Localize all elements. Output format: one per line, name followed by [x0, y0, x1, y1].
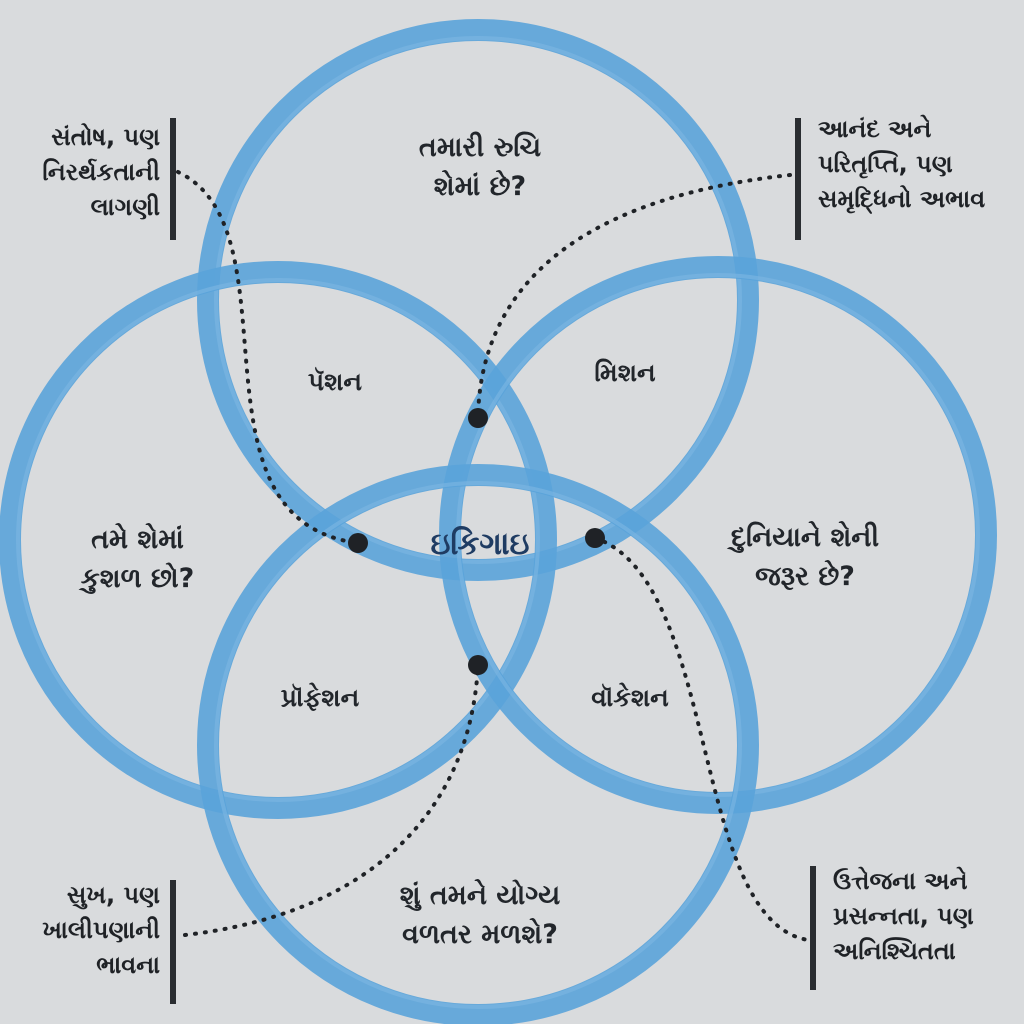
note-top-left-line-2: નિરર્થકતાની — [42, 157, 160, 186]
note-bottom-right-bar — [810, 866, 816, 990]
question-bottom: શું તમને યોગ્ય વળતર મળશે? — [350, 876, 610, 954]
question-right: દુનિયાને શેની જરૂર છે? — [690, 518, 920, 596]
note-top-right-line-1: આનંદ અને — [818, 115, 932, 143]
note-top-right-line-2: પરિતૃપ્તિ, પણ — [818, 149, 953, 178]
question-top-line-2: શેમાં છે? — [433, 171, 527, 203]
connector-top-right — [476, 173, 792, 420]
question-left: તમે શેમાં કુશળ છો? — [30, 520, 245, 598]
zone-profession: પ્રૉફેશન — [280, 683, 360, 712]
zone-vocation: વૉકેશન — [591, 683, 669, 712]
question-right-line-1: દુનિયાને શેની — [730, 522, 880, 553]
connector-bottom-left — [183, 663, 480, 937]
ring-bottom — [197, 464, 759, 1024]
zone-mission: મિશન — [594, 358, 656, 387]
note-bottom-right: ઉત્તેજના અને પ્રસન્નતા, પણ અનિશ્ચિતતા — [833, 864, 1018, 968]
question-bottom-line-1: શું તમને યોગ્ય — [399, 880, 561, 911]
note-top-left: સંતોષ, પણ નિરર્થકતાની લાગણી — [10, 120, 160, 224]
note-bottom-left-line-3: ભાવના — [96, 950, 160, 979]
note-bottom-left-line-2: ખાલીપણાની — [42, 915, 160, 944]
note-top-left-line-3: લાગણી — [90, 192, 160, 221]
dot-mission — [468, 408, 488, 428]
question-top-line-1: તમારી રુચિ — [418, 132, 542, 163]
connectors — [176, 170, 810, 942]
ring-bottom-inner — [214, 481, 742, 1009]
question-left-line-2: કુશળ છો? — [80, 563, 195, 595]
dot-profession — [468, 655, 488, 675]
question-right-line-2: જરૂર છે? — [755, 561, 855, 593]
note-bottom-right-line-2: પ્રસન્નતા, પણ — [833, 901, 974, 930]
connector-top-left — [176, 170, 360, 545]
note-bottom-right-line-3: અનિશ્ચિતતા — [833, 936, 956, 965]
center-ikigai: ઇકિગાઇ — [430, 526, 530, 562]
question-left-line-1: તમે શેમાં — [91, 524, 184, 555]
ring-right-inner — [456, 273, 980, 797]
question-top: તમારી રુચિ શેમાં છે? — [355, 128, 605, 206]
ring-left-inner — [16, 278, 540, 802]
dot-vocation — [585, 528, 605, 548]
zone-passion: પૅશન — [307, 367, 363, 396]
connector-dots — [348, 408, 605, 675]
note-bottom-left-line-1: સુખ, પણ — [66, 881, 160, 909]
ring-left — [0, 261, 557, 819]
note-bottom-left: સુખ, પણ ખાલીપણાની ભાવના — [10, 878, 160, 982]
note-top-right-bar — [795, 118, 801, 240]
question-bottom-line-2: વળતર મળશે? — [402, 919, 558, 951]
note-bottom-left-bar — [170, 880, 176, 1004]
dot-passion — [348, 533, 368, 553]
note-top-left-bar — [170, 118, 176, 240]
note-top-right-line-3: સમૃદ્ધિનો અભાવ — [818, 184, 986, 213]
ring-top-inner — [214, 36, 742, 564]
ring-top — [197, 19, 759, 581]
note-bottom-right-line-1: ઉત્તેજના અને — [833, 867, 968, 895]
note-top-right: આનંદ અને પરિતૃપ્તિ, પણ સમૃદ્ધિનો અભાવ — [818, 112, 1023, 216]
note-top-left-line-1: સંતોષ, પણ — [51, 123, 160, 151]
